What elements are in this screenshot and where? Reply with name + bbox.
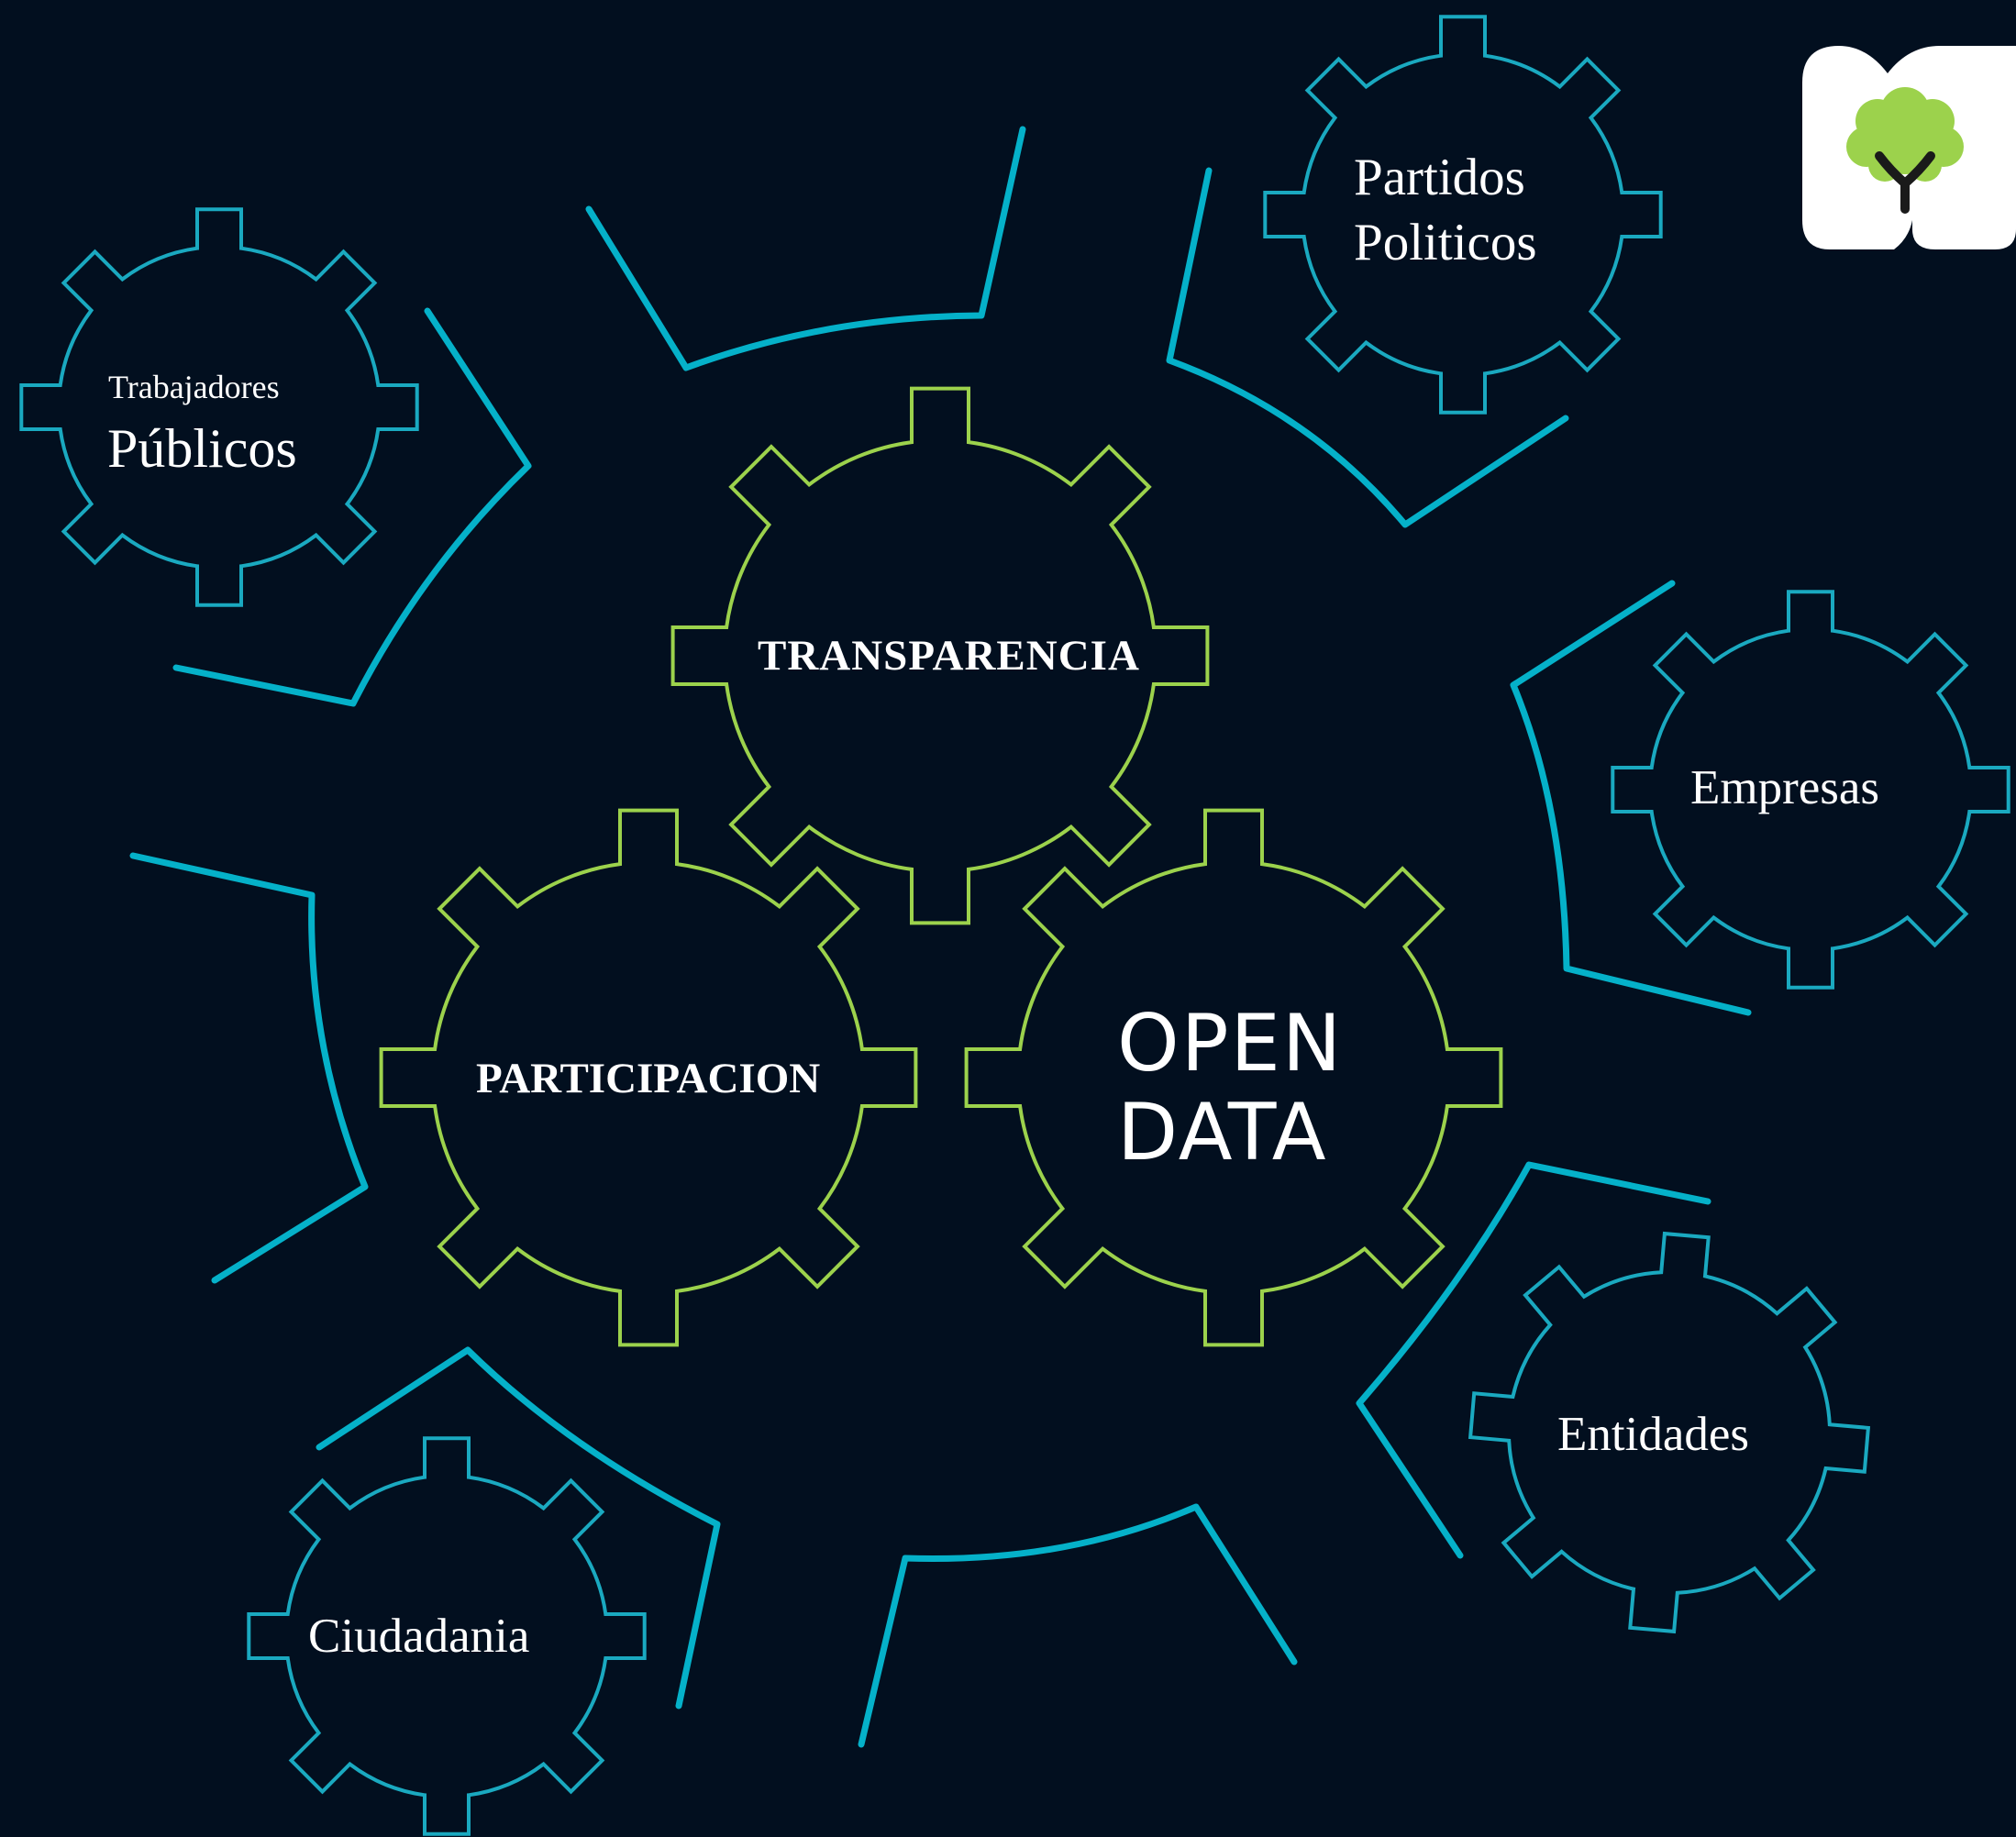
gear-trabajadores-publicos: [19, 207, 419, 607]
ciudadania-label: Ciudadania: [308, 1610, 530, 1663]
partidos-label-line2: Politicos: [1354, 214, 1537, 271]
stakeholder-gears: [19, 15, 2010, 1836]
entidades-label: Entidades: [1557, 1408, 1749, 1461]
trabajadores-label-small: Trabajadores: [108, 369, 280, 405]
gear-open-data: [964, 808, 1503, 1347]
ring-segment-bottom: [858, 1503, 1298, 1748]
ring-segment-lower-left: [316, 1346, 721, 1710]
ring-segments: [129, 126, 1752, 1748]
ring-segment-right: [1510, 580, 1752, 1016]
participacion-label: PARTICIPACION: [476, 1055, 821, 1102]
gear-transparencia: [670, 386, 1210, 925]
open-data-label-line2: DATA: [1117, 1087, 1328, 1179]
core-gears: [379, 386, 1503, 1347]
gear-partidos-politicos: [1263, 15, 1663, 415]
transparencia-label: TRANSPARENCIA: [758, 632, 1140, 680]
gear-empresas: [1611, 590, 2010, 990]
gear-participacion: [379, 808, 918, 1347]
tree-logo-icon: [1802, 46, 2016, 249]
ring-segment-top-right: [1166, 167, 1569, 528]
gear-ciudadania: [247, 1436, 647, 1836]
gear-entidades: [1468, 1231, 1871, 1634]
empresas-label: Empresas: [1690, 761, 1880, 814]
ring-segment-top-left: [172, 307, 532, 707]
ring-segment-left: [129, 852, 369, 1284]
trabajadores-label-large: Públicos: [107, 418, 297, 479]
ring-segment-top-center: [585, 126, 1026, 371]
open-data-label-line1: OPEN: [1117, 998, 1344, 1090]
partidos-label-line1: Partidos: [1354, 149, 1525, 206]
ring-segment-lower-right: [1356, 1161, 1711, 1559]
